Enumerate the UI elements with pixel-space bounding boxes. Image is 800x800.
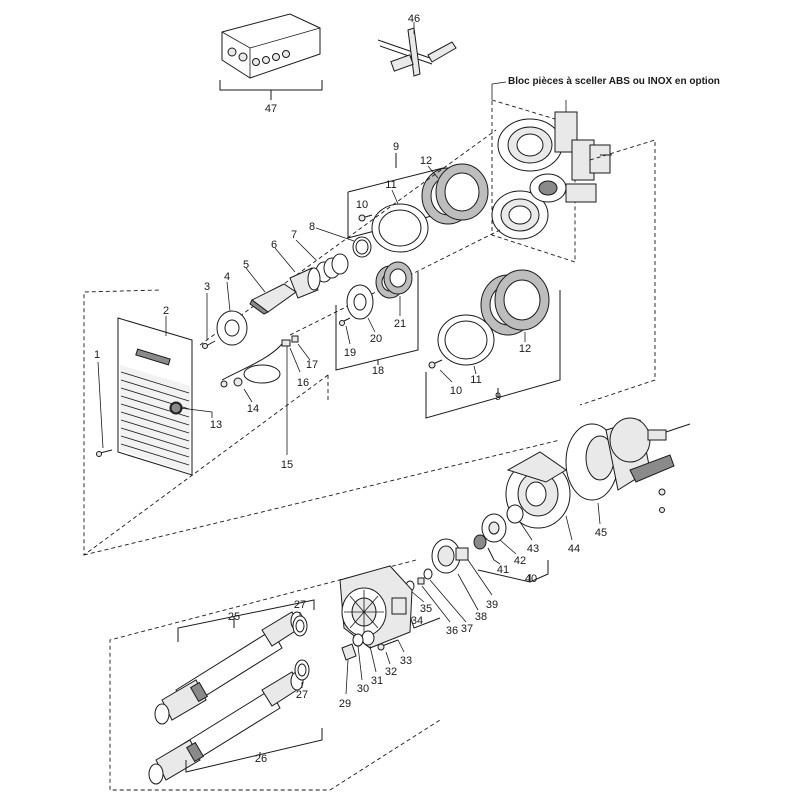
label-27b: 27 bbox=[296, 689, 308, 701]
part-27-seal-lower bbox=[294, 659, 310, 681]
label-38: 38 bbox=[475, 611, 487, 623]
label-30: 30 bbox=[357, 683, 369, 695]
label-13: 13 bbox=[210, 419, 222, 431]
label-5: 5 bbox=[243, 259, 249, 271]
label-12a: 12 bbox=[420, 155, 432, 167]
label-9b: 9 bbox=[495, 391, 501, 403]
part-25-suction-hose bbox=[154, 611, 304, 725]
built-in-parts-block bbox=[491, 99, 612, 263]
part-14-cable-clip bbox=[220, 343, 283, 388]
label-14: 14 bbox=[247, 403, 259, 415]
part-1-screw bbox=[96, 449, 113, 457]
label-45: 45 bbox=[595, 527, 607, 539]
part-42-impeller-hub bbox=[481, 513, 507, 543]
part-38-impeller bbox=[431, 538, 469, 574]
part-3-screw bbox=[202, 340, 216, 349]
label-17: 17 bbox=[306, 359, 318, 371]
label-8: 8 bbox=[309, 221, 315, 233]
part-12-flange-gaskets-upper bbox=[421, 163, 489, 225]
part-16-connector bbox=[281, 339, 291, 347]
part-31-fitting bbox=[361, 630, 375, 646]
label-39: 39 bbox=[486, 599, 498, 611]
label-35: 35 bbox=[420, 603, 432, 615]
part-45-motor bbox=[565, 417, 691, 513]
part-43-o-ring bbox=[506, 504, 524, 524]
label-10b: 10 bbox=[450, 385, 462, 397]
part-5-nozzle bbox=[249, 283, 297, 315]
label-20: 20 bbox=[370, 333, 382, 345]
label-1: 1 bbox=[94, 349, 100, 361]
part-36-nut bbox=[417, 577, 425, 585]
label-21: 21 bbox=[394, 318, 406, 330]
part-46-key-tool bbox=[377, 22, 457, 77]
label-33: 33 bbox=[400, 655, 412, 667]
label-44: 44 bbox=[568, 543, 580, 555]
part-33-pump-head bbox=[339, 565, 413, 649]
part-2-front-panel bbox=[117, 317, 193, 476]
part-12-flange-gaskets-lower bbox=[480, 269, 550, 336]
part-17-plug bbox=[291, 335, 299, 343]
part-41-seal bbox=[473, 534, 495, 561]
label-7: 7 bbox=[291, 229, 297, 241]
part-29-plug bbox=[341, 643, 357, 661]
part-7-o-rings bbox=[315, 253, 349, 283]
label-11a: 11 bbox=[385, 179, 396, 191]
label-46: 46 bbox=[408, 13, 420, 25]
label-3: 3 bbox=[204, 281, 210, 293]
part-44-pump-housing bbox=[505, 451, 571, 529]
label-18: 18 bbox=[372, 365, 384, 377]
part-26-return-hose bbox=[148, 671, 304, 785]
label-42: 42 bbox=[514, 555, 526, 567]
part-32-screw bbox=[377, 639, 399, 651]
label-16: 16 bbox=[297, 377, 309, 389]
label-43: 43 bbox=[527, 543, 539, 555]
part-10-screw-lower bbox=[428, 359, 443, 369]
part-4-flange-ring bbox=[216, 310, 248, 346]
part-11-gasket-upper bbox=[371, 203, 429, 253]
label-34: 34 bbox=[411, 615, 423, 627]
label-40: 40 bbox=[525, 573, 537, 585]
label-6: 6 bbox=[271, 239, 277, 251]
part-21-gasket bbox=[375, 261, 413, 299]
part-27-seal-upper bbox=[292, 615, 308, 637]
label-4: 4 bbox=[224, 271, 230, 283]
label-37: 37 bbox=[461, 623, 473, 635]
label-31: 31 bbox=[371, 675, 383, 687]
label-27a: 27 bbox=[294, 599, 306, 611]
part-13-light bbox=[170, 402, 182, 414]
label-29: 29 bbox=[339, 698, 351, 710]
part-37-washer bbox=[423, 568, 433, 580]
part-8-o-ring bbox=[352, 236, 372, 258]
part-47-control-box bbox=[219, 13, 323, 100]
label-9a: 9 bbox=[393, 141, 399, 153]
label-12b: 12 bbox=[519, 343, 531, 355]
part-30-gasket bbox=[352, 633, 364, 647]
label-26: 26 bbox=[255, 753, 267, 765]
label-47: 47 bbox=[265, 103, 277, 115]
option-note: Bloc pièces à sceller ABS ou INOX en opt… bbox=[508, 76, 720, 87]
label-36: 36 bbox=[446, 625, 458, 637]
part-11-gasket-lower bbox=[437, 314, 495, 366]
label-11b: 11 bbox=[470, 374, 481, 386]
part-10-screw-upper bbox=[358, 214, 373, 222]
label-25: 25 bbox=[228, 611, 240, 623]
label-10a: 10 bbox=[356, 199, 368, 211]
part-20-ring bbox=[346, 284, 374, 320]
label-2: 2 bbox=[163, 305, 169, 317]
label-32: 32 bbox=[385, 666, 397, 678]
label-15: 15 bbox=[281, 459, 293, 471]
part-19-screw bbox=[339, 317, 351, 326]
label-41: 41 bbox=[497, 564, 509, 576]
label-19: 19 bbox=[344, 347, 356, 359]
